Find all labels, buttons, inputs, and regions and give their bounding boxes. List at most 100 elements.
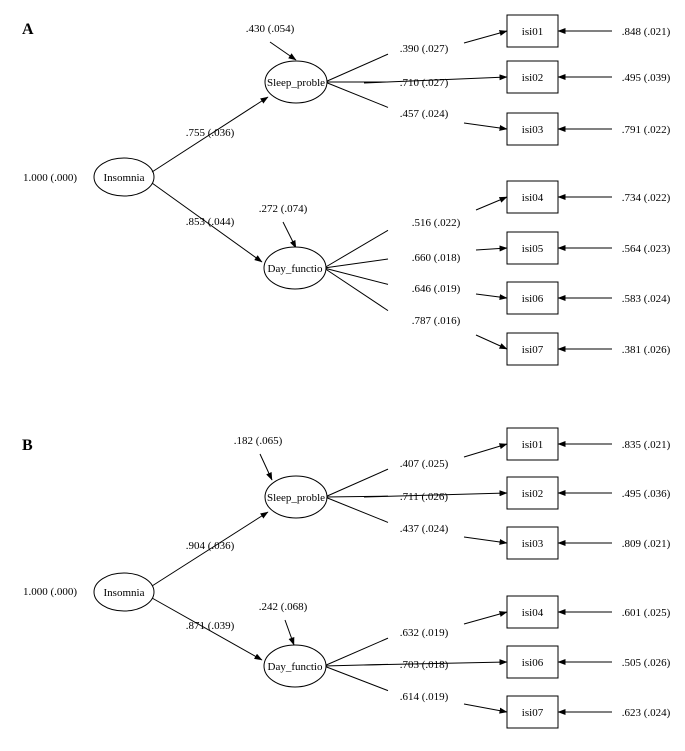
factor-loading-label: .437 (.024) [400, 523, 449, 535]
indicator-box [506, 645, 559, 679]
factor-loading-label: .703 (.018) [400, 659, 449, 671]
factor-loading-label: .711 (.026) [400, 491, 449, 503]
latent-node-factor [263, 246, 327, 290]
latent-node-insomnia [93, 572, 155, 612]
factor-residual-label: .182 (.065) [234, 435, 283, 447]
loading-path-arrow [463, 30, 508, 44]
indicator-label: isi05 [522, 243, 544, 255]
loading-path-line [324, 496, 389, 523]
indicator-box [506, 60, 559, 94]
factor-group: .755 (.036) .430 (.054) .390 (.027) isi01 .8… [151, 14, 671, 173]
structural-path-arrow [151, 96, 269, 173]
loading-path-line [324, 53, 389, 83]
error-variance-label: .505 (.026) [622, 657, 671, 669]
indicator-group: .710 (.027)isi02.495 (.039) [325, 60, 671, 94]
indicator-label: isi01 [522, 439, 543, 451]
factor-loading-label: .457 (.024) [400, 108, 449, 120]
factor-loading-label: .660 (.018) [412, 252, 461, 264]
loading-path-line [323, 665, 389, 692]
panel-label: A [22, 21, 34, 38]
loading-path-arrow [475, 293, 508, 301]
latent-label-factor: Sleep_proble [267, 77, 325, 89]
indicator-group: .516 (.022)isi04.734 (.022) [323, 180, 671, 269]
factor-loading-label: .407 (.025) [400, 458, 449, 470]
indicator-group: .711 (.026)isi02.495 (.036) [324, 476, 671, 510]
indicator-box [506, 231, 559, 265]
latent-node-insomnia [93, 157, 155, 197]
panel-label: B [22, 437, 33, 454]
indicator-label: isi07 [522, 344, 544, 356]
indicator-label: isi03 [522, 538, 544, 550]
latent-label-insomnia: Insomnia [104, 172, 145, 184]
loading-path-arrow [475, 334, 508, 350]
latent-node-factor [263, 644, 327, 688]
indicator-label: isi04 [522, 607, 544, 619]
indicator-label: isi01 [522, 26, 543, 38]
indicator-group: .787 (.016) isi07 .381 (.026) [323, 267, 671, 366]
factor-loading-label: .710 (.027) [400, 77, 449, 89]
factor-residual-arrow [284, 619, 295, 646]
loading-path-line [324, 468, 389, 498]
loading-path-line [323, 267, 389, 285]
loading-path-arrow [463, 536, 508, 545]
indicator-group: .457 (.024) isi03 .791 (.022) [324, 81, 671, 146]
indicator-box [506, 695, 559, 729]
indicator-box [506, 332, 559, 366]
indicator-box [506, 476, 559, 510]
factor-loading-label: .787 (.016) [412, 315, 461, 327]
factor-residual-arrow [259, 453, 273, 481]
factor-residual-label: .242 (.068) [259, 601, 308, 613]
structural-path-arrow [151, 182, 263, 263]
factor-loading-label: .632 (.019) [400, 627, 449, 639]
error-variance-label: .848 (.021) [622, 26, 671, 38]
loading-path-line [323, 267, 389, 312]
structural-path-coefficient: .904 (.036) [186, 540, 235, 552]
indicator-label: isi06 [522, 293, 544, 305]
factor-loading-label: .390 (.027) [400, 43, 449, 55]
indicator-group: .407 (.025)isi01.835 (.021) [324, 427, 671, 498]
loading-path-arrow [463, 443, 508, 458]
loading-path-arrow [463, 122, 508, 131]
loading-path-arrow [363, 74, 508, 84]
indicator-group: .390 (.027) isi01 .848 (.021) [324, 14, 671, 83]
indicator-group: .703 (.018)isi06.505 (.026) [323, 645, 671, 679]
indicator-box [506, 180, 559, 214]
loading-path-line [324, 81, 389, 108]
loading-path-line [323, 258, 389, 269]
indicator-label: isi07 [522, 707, 544, 719]
indicator-group: .660 (.018) isi05 .564 (.023) [323, 231, 671, 269]
structural-path-arrow [151, 597, 263, 661]
factor-group: .904 (.036) .182 (.065) .407 (.025) isi01 .8… [151, 427, 671, 587]
indicator-box [506, 595, 559, 629]
latent-label-factor: Sleep_proble [267, 492, 325, 504]
error-variance-label: .564 (.023) [622, 243, 671, 255]
loading-path-line [323, 637, 389, 667]
factor-loading-label: .614 (.019) [400, 691, 449, 703]
loading-path-arrow [363, 659, 508, 666]
indicator-box [506, 526, 559, 560]
loading-path-arrow [463, 611, 508, 625]
factor-loading-label: .516 (.022) [412, 217, 461, 229]
indicator-box [506, 14, 559, 48]
structural-path-coefficient: .755 (.036) [186, 127, 235, 139]
structural-path-coefficient: .853 (.044) [186, 216, 235, 228]
structural-path-arrow [151, 511, 269, 587]
error-variance-label: .381 (.026) [622, 344, 671, 356]
root-variance-label: 1.000 (.000) [23, 586, 77, 598]
factor-loading-label: .646 (.019) [412, 283, 461, 295]
error-variance-label: .623 (.024) [622, 707, 671, 719]
factor-residual-label: .272 (.074) [259, 203, 308, 215]
indicator-label: isi04 [522, 192, 544, 204]
indicator-group: .632 (.019)isi04.601 (.025) [323, 595, 671, 667]
error-variance-label: .809 (.021) [622, 538, 671, 550]
loading-path-arrow [475, 196, 508, 211]
indicator-label: isi03 [522, 124, 544, 136]
latent-node-factor [264, 475, 328, 519]
loading-path-arrow [363, 490, 508, 498]
factor-residual-arrow [269, 41, 297, 61]
factor-residual-label: .430 (.054) [246, 23, 295, 35]
error-variance-label: .791 (.022) [622, 124, 671, 136]
indicator-label: isi02 [522, 488, 543, 500]
